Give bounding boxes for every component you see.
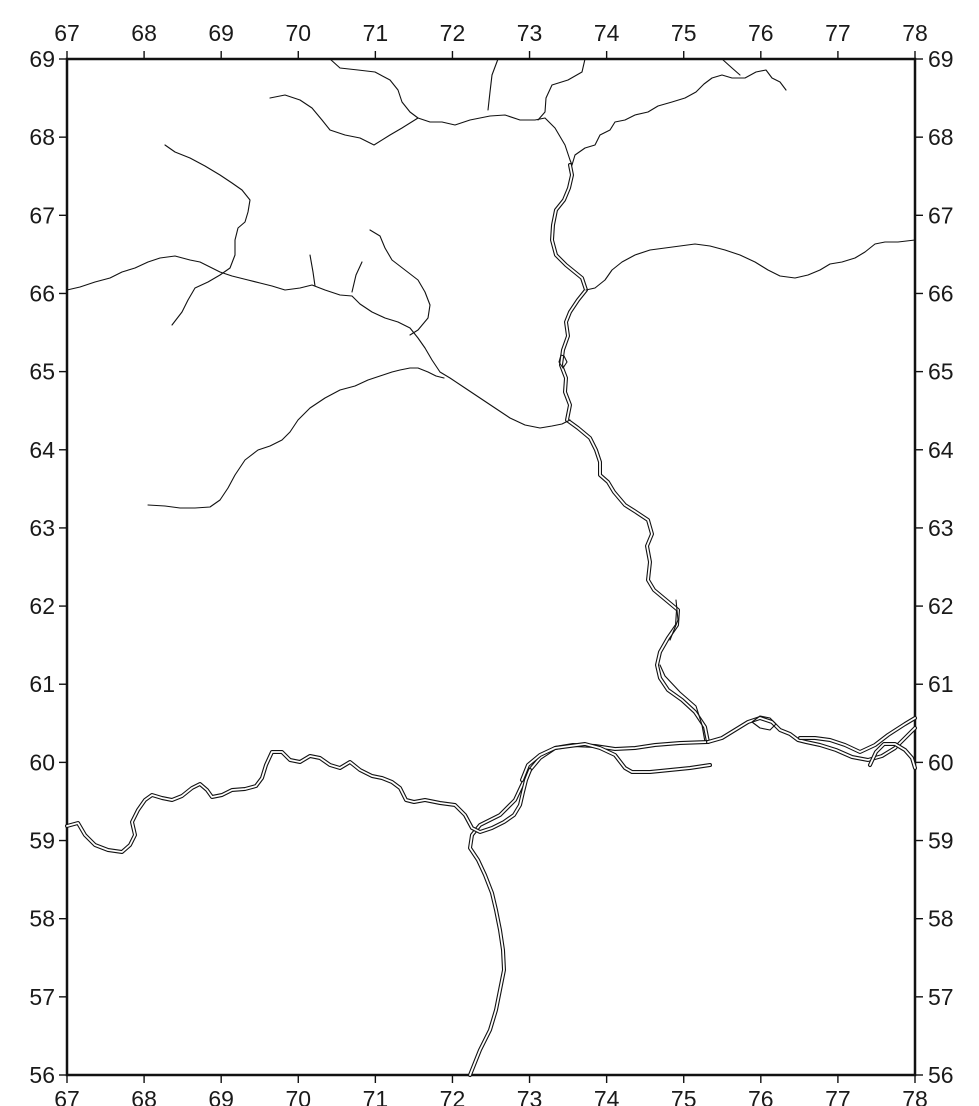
- lon-label-bottom: 72: [440, 1086, 466, 1106]
- river-meander-64: [558, 354, 568, 369]
- lon-label-top: 78: [902, 20, 928, 46]
- lat-label-right: 57: [928, 984, 954, 1010]
- lat-label-right: 64: [928, 437, 954, 463]
- lon-label-top: 70: [285, 20, 311, 46]
- lat-label-right: 58: [928, 906, 954, 932]
- lat-label-left: 60: [29, 749, 55, 775]
- lat-label-left: 57: [29, 984, 55, 1010]
- lat-label-left: 65: [29, 359, 55, 385]
- left-axis-ticks: 69 68 67 66 65 64 63 62 61 60 59 58 57 56: [29, 46, 67, 1088]
- lat-label-right: 61: [928, 671, 954, 697]
- main-river-south: [468, 740, 710, 1077]
- west-tributary-59: [65, 750, 532, 854]
- lat-label-left: 64: [29, 437, 55, 463]
- river-network: [65, 58, 917, 1077]
- upper-channel-60: [520, 742, 712, 782]
- lat-label-left: 66: [29, 280, 55, 306]
- lon-label-bottom: 77: [825, 1086, 851, 1106]
- lat-label-right: 68: [928, 124, 954, 150]
- lat-label-right: 69: [928, 46, 954, 72]
- east-tributary-66: [585, 239, 916, 291]
- lat-label-left: 56: [29, 1062, 55, 1088]
- top-axis-ticks: 67 68 69 70 71 72 73 74 75 76 77 78: [54, 20, 928, 59]
- lat-label-left: 61: [29, 671, 55, 697]
- lon-label-bottom: 71: [363, 1086, 389, 1106]
- lat-label-right: 67: [928, 202, 954, 228]
- lon-label-top: 72: [440, 20, 466, 46]
- lat-label-left: 58: [29, 906, 55, 932]
- lat-label-right: 66: [928, 280, 954, 306]
- lat-label-right: 59: [928, 828, 954, 854]
- lat-label-left: 63: [29, 515, 55, 541]
- lat-label-left: 69: [29, 46, 55, 72]
- lon-label-top: 68: [131, 20, 157, 46]
- lon-label-bottom: 70: [285, 1086, 311, 1106]
- lat-label-left: 62: [29, 593, 55, 619]
- lat-label-right: 62: [928, 593, 954, 619]
- main-river: [550, 163, 710, 744]
- map-frame: [65, 57, 917, 1077]
- lon-label-top: 77: [825, 20, 851, 46]
- right-axis-ticks: 69 68 67 66 65 64 63 62 61 60 59 58 57 56: [915, 46, 954, 1088]
- bottom-axis-ticks: 67 68 69 70 71 72 73 74 75 76 77 78: [54, 1075, 928, 1106]
- lon-label-top: 71: [363, 20, 389, 46]
- lon-label-top: 76: [748, 20, 774, 46]
- lon-label-top: 67: [54, 20, 80, 46]
- lon-label-bottom: 67: [54, 1086, 80, 1106]
- lat-label-right: 60: [928, 749, 954, 775]
- lon-label-bottom: 78: [902, 1086, 928, 1106]
- lon-label-top: 75: [671, 20, 697, 46]
- lon-label-top: 74: [594, 20, 620, 46]
- north-tributaries: [269, 58, 787, 166]
- lon-label-bottom: 74: [594, 1086, 620, 1106]
- lon-label-top: 69: [208, 20, 234, 46]
- lon-label-bottom: 76: [748, 1086, 774, 1106]
- northwest-tributaries: [66, 144, 571, 509]
- lon-label-bottom: 68: [131, 1086, 157, 1106]
- lat-label-right: 65: [928, 359, 954, 385]
- lon-label-bottom: 75: [671, 1086, 697, 1106]
- lat-label-left: 59: [29, 828, 55, 854]
- lat-label-right: 56: [928, 1062, 954, 1088]
- east-river-60: [706, 715, 917, 770]
- lat-label-left: 67: [29, 202, 55, 228]
- lon-label-bottom: 69: [208, 1086, 234, 1106]
- lon-label-top: 73: [517, 20, 543, 46]
- lon-label-bottom: 73: [517, 1086, 543, 1106]
- lat-label-right: 63: [928, 515, 954, 541]
- lat-label-left: 68: [29, 124, 55, 150]
